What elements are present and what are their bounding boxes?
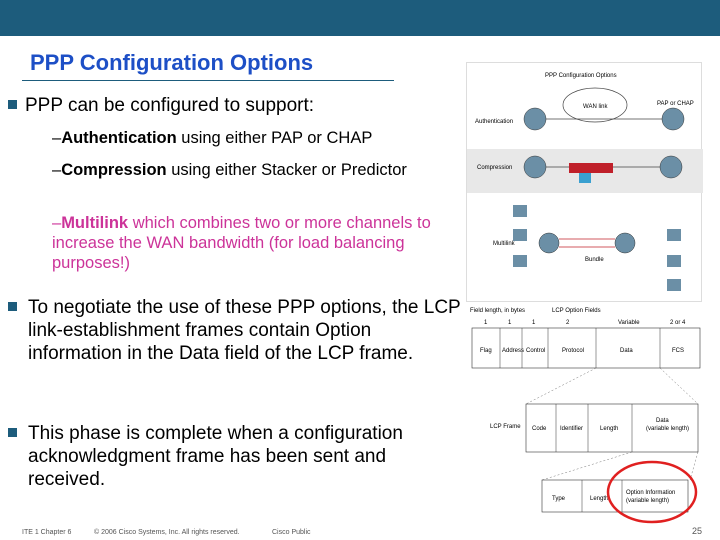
ppp-frame-box <box>471 327 701 369</box>
lcp-field-identifier: Identifier <box>560 426 583 432</box>
subitem-authentication-rest: using either PAP or CHAP <box>176 129 373 147</box>
bullet-1: PPP can be configured to support: <box>8 94 314 117</box>
compression-pipe-icon <box>569 163 613 173</box>
lcp-field-data: Data <box>656 418 669 424</box>
pc-icon <box>667 229 681 241</box>
field-address: Address <box>502 348 524 354</box>
option-field-type: Type <box>552 496 566 502</box>
subitem-authentication-bold: Authentication <box>61 129 177 147</box>
lcp-frame-diagram: Field length, in bytes LCP Option Fields… <box>470 308 701 524</box>
bullet-1-text: PPP can be configured to support: <box>25 95 315 116</box>
config-options-figure: PPP Configuration Options Authentication… <box>466 62 703 302</box>
field-data: Data <box>620 348 633 354</box>
label-multilink: Multilink <box>493 241 516 247</box>
subitem-compression: –Compression using either Stacker or Pre… <box>52 161 407 179</box>
length-protocol: 2 <box>566 320 570 326</box>
bullet-3-marker <box>8 422 25 445</box>
option-field-note: (variable length) <box>626 498 669 504</box>
field-protocol: Protocol <box>562 348 584 354</box>
field-flag: Flag <box>480 348 492 354</box>
router-icon <box>659 155 683 179</box>
cloud-icon <box>562 87 628 123</box>
bullet-2-marker <box>8 296 25 319</box>
option-field-information: Option Information <box>626 490 675 496</box>
pc-icon <box>513 205 527 217</box>
router-icon <box>523 155 547 179</box>
compression-clamp-icon <box>579 173 591 183</box>
pc-icon <box>513 229 527 241</box>
subitem-compression-rest: using either Stacker or Predictor <box>166 161 407 179</box>
bullet-3-text: This phase is complete when a configurat… <box>28 423 403 490</box>
bullet-square-icon <box>8 302 17 311</box>
slide-title: PPP Configuration Options <box>30 50 314 75</box>
title-underline <box>22 80 394 81</box>
subitem-multilink-bold: Multilink <box>61 214 129 232</box>
figure-title: PPP Configuration Options <box>545 73 617 79</box>
lcp-frame-label: LCP Frame <box>490 424 521 430</box>
label-authentication: Authentication <box>475 119 513 125</box>
lcp-frame-box <box>525 403 699 453</box>
footer-classification: Cisco Public <box>272 529 311 536</box>
subitem-authentication: –Authentication using either PAP or CHAP <box>52 129 373 147</box>
pc-icon <box>667 279 681 291</box>
bullet-square-icon <box>8 100 17 109</box>
router-icon <box>523 107 547 131</box>
label-compression: Compression <box>477 165 512 171</box>
lcp-option-fields-figure: Field length, in bytes LCP Option Fields… <box>470 304 702 524</box>
length-data: Variable <box>618 320 640 326</box>
footer-course: ITE 1 Chapter 6 <box>22 529 72 536</box>
length-fcs: 2 or 4 <box>670 320 686 326</box>
field-fcs: FCS <box>672 348 684 354</box>
pc-icon <box>513 255 527 267</box>
config-options-diagram: PPP Configuration Options Authentication… <box>467 73 703 291</box>
subitem-compression-bold: Compression <box>61 161 167 179</box>
lcp-field-length: Length <box>600 426 618 432</box>
bullet-2-text: To negotiate the use of these PPP option… <box>28 297 461 364</box>
subitem-multilink-rest: which combines two or more channels to i… <box>52 214 431 272</box>
pc-icon <box>667 255 681 267</box>
lcp-data-note: (variable length) <box>646 426 689 432</box>
footer-copyright: © 2006 Cisco Systems, Inc. All rights re… <box>94 529 240 536</box>
label-bundle: Bundle <box>585 257 604 263</box>
label-wan-link: WAN link <box>583 104 608 110</box>
subitem-multilink: –Multilink which combines two or more ch… <box>52 214 431 272</box>
label-pap-chap: PAP or CHAP <box>657 101 694 107</box>
router-icon <box>538 232 560 254</box>
field-length-label: Field length, in bytes <box>470 308 525 314</box>
lcp-option-fields-title: LCP Option Fields <box>552 308 601 314</box>
bullet-square-icon <box>8 428 17 437</box>
length-flag: 1 <box>484 320 488 326</box>
page-number: 25 <box>691 526 702 536</box>
router-icon <box>614 232 636 254</box>
field-control: Control <box>526 348 545 354</box>
lcp-field-code: Code <box>532 426 547 432</box>
option-field-length: Length <box>590 496 608 502</box>
header-bar <box>0 0 720 36</box>
highlight-circle <box>606 460 698 524</box>
length-control: 1 <box>532 320 536 326</box>
router-icon <box>661 107 685 131</box>
length-address: 1 <box>508 320 512 326</box>
